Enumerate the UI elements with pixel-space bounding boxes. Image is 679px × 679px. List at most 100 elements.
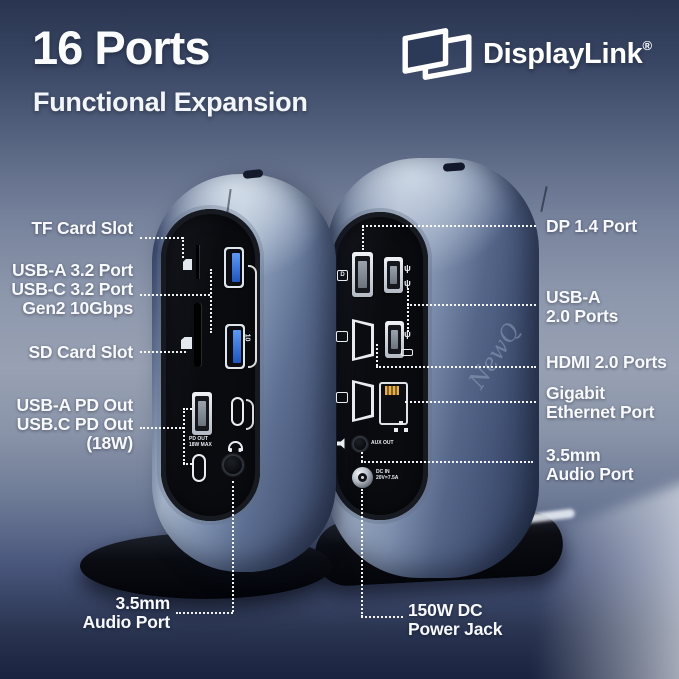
label-tf-card-slot: TF Card Slot [31,219,133,238]
label-line: (18W) [86,433,133,453]
dock-front-panel [161,209,260,521]
label-line: USB-A 3.2 Port [11,260,133,280]
callout-tf-h [140,237,183,239]
pd-out-line2: 18W MAX [189,441,212,448]
page-title: 16 Ports [32,21,210,74]
label-line: USB.C PD Out [16,414,133,434]
hdmi-icon [336,331,348,342]
page-subtitle: Functional Expansion [33,87,308,117]
label-line: TF Card Slot [31,218,133,238]
displaylink-logo: DisplayLink® [399,26,652,82]
callout-dp-h [362,225,536,227]
registered-mark: ® [642,37,653,53]
label-audio-right: 3.5mm Audio Port [546,446,634,484]
dp-port-contacts [358,261,367,288]
usb3-port-2 [225,324,245,369]
usb3-port-1-tab [232,253,240,282]
dc-jack-hole [358,473,367,482]
speaker-icon [337,438,345,449]
label-line: USB-A PD Out [16,395,133,415]
aux-jack [352,436,368,452]
audio-jack-front [222,454,244,476]
label-line: Ethernet Port [546,402,655,422]
hdmi-port-1-inner [355,322,371,358]
hdmi-port-2-inner [355,383,371,419]
headphone-icon [228,441,243,452]
dp-icon: D [337,270,348,281]
10gbps-icon: 10 [243,333,251,342]
label-line: HDMI 2.0 Ports [546,352,667,372]
usb3-port-1 [224,247,244,288]
callout-usb32-h [140,294,210,296]
dc-in-line1: DC IN [376,469,390,475]
callout-usb20-v [407,288,409,332]
label-line: USB-C 3.2 Port [11,279,133,299]
usb-c-port-1 [231,397,244,426]
sd-card-icon [181,337,192,349]
callout-dp-v [362,226,364,250]
usb-icon: ψ [404,263,411,273]
label-sd-card-slot: SD Card Slot [28,343,133,362]
callout-pd-h [140,427,184,429]
label-audio-bottom-left: 3.5mm Audio Port [82,594,171,632]
label-dp-port: DP 1.4 Port [546,217,637,236]
dp-port [352,252,373,297]
tf-card-slot [196,245,199,279]
dc-in-line2: 20V=7.5A [376,474,399,481]
ethernet-pins [385,386,399,395]
headphone-earcups [229,448,232,452]
label-line: USB-A [546,287,601,307]
callout-pd-v [183,408,185,464]
dc-jack [352,467,373,488]
label-ethernet: Gigabit Ethernet Port [546,384,654,422]
label-usb-2-0: USB-A 2.0 Ports [546,288,618,326]
callout-hdmi-h [376,366,536,368]
label-line: Gen2 10Gbps [22,298,133,318]
ethernet-icon [399,421,403,425]
sd-card-slot [194,303,201,367]
callout-audio-left-h [176,612,233,614]
hdmi-port-2 [352,380,374,422]
label-line: 2.0 Ports [546,306,619,326]
label-pd-out: USB-A PD Out USB.C PD Out (18W) [16,396,133,453]
usb2-port-1-tongue [390,266,397,284]
callout-dc-v [361,489,363,617]
callout-tf-v [182,237,184,258]
callout-dc-h [361,616,403,618]
usb-c-bracket [246,399,254,430]
label-dc-power: 150W DC Power Jack [408,600,503,639]
usb2-port-2 [385,321,404,358]
label-line: Power Jack [408,619,503,639]
displaylink-icon [402,28,472,80]
ethernet-port [379,382,408,425]
dock-rear-seam [540,186,548,212]
usb-icon: ψ [404,329,411,339]
usb-a-pd-port [192,392,212,435]
label-line: Gigabit [546,383,605,403]
label-line: SD Card Slot [28,342,133,362]
label-line: DP 1.4 Port [546,216,637,236]
tf-card-icon [183,259,192,270]
dock-rear-top-button [442,162,466,172]
usb-icon: ψ [404,278,411,288]
pd-out-label: PD OUT 18W MAX [189,436,212,448]
callout-audio-left-v [232,481,234,612]
callout-usb20-h [407,304,536,306]
hdmi-icon [336,392,348,403]
dc-jack-pin [361,476,364,479]
charging-icon [401,349,413,356]
hdmi-port-1 [352,319,374,361]
label-line: Audio Port [546,464,634,484]
callout-sd-h [140,351,186,353]
dc-in-label: DC IN 20V=7.5A [376,469,399,481]
pd-out-line1: PD OUT [189,436,208,442]
callout-ethernet-h [405,401,536,403]
usb2-port-1 [384,257,403,293]
usb3-pair-bracket [248,265,257,368]
callout-aux-v [361,452,363,462]
callout-usb32-v [210,269,212,333]
label-line: 150W DC [408,600,483,620]
callout-aux-h [361,461,533,463]
label-line: Audio Port [82,612,171,632]
